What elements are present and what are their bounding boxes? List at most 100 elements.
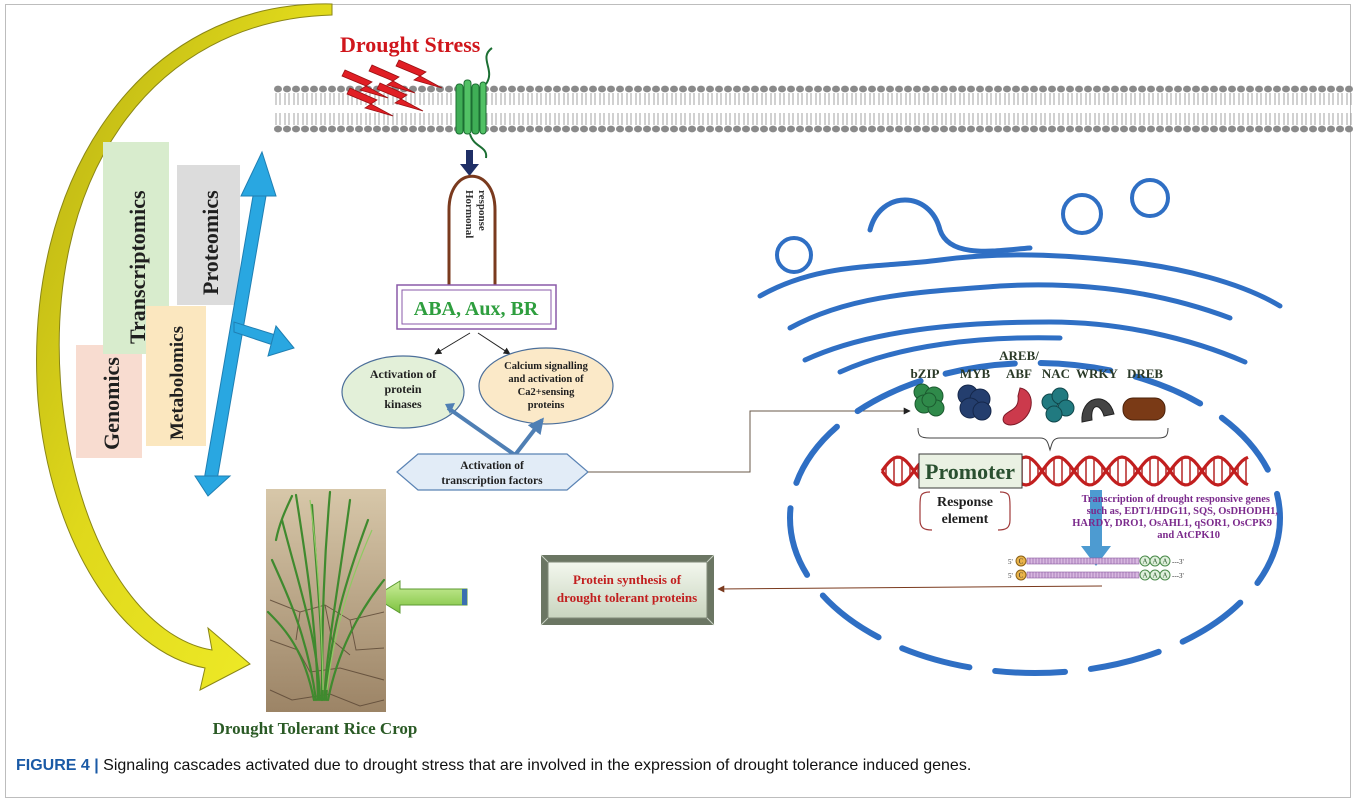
lipid-head <box>436 125 444 133</box>
lipid-head <box>859 125 867 133</box>
lipid-head <box>643 125 651 133</box>
lipid-head <box>427 125 435 133</box>
lipid-head <box>1156 85 1164 93</box>
mrna-3-prime: ---3' <box>1172 558 1184 566</box>
lipid-head <box>1084 125 1092 133</box>
lipid-head <box>1021 125 1029 133</box>
lipid-head <box>616 85 624 93</box>
lipid-tail <box>1319 93 1325 125</box>
lipid-head <box>337 85 345 93</box>
tf-bzip-icon <box>913 383 945 417</box>
lipid-head <box>814 125 822 133</box>
lipid-head <box>1273 85 1281 93</box>
lipid-tail <box>887 93 893 125</box>
drought-genes-line-2: such as, EDT1/HDG11, SQS, OsDHODH1, <box>1087 506 1279 517</box>
lipid-head <box>1309 85 1317 93</box>
polya-label: A <box>1162 558 1167 566</box>
signal-down-arrow <box>460 150 479 176</box>
lipid-tail <box>338 93 344 125</box>
lipid-tail <box>1247 93 1253 125</box>
lipid-tail <box>995 93 1001 125</box>
lipid-head <box>1228 85 1236 93</box>
lipid-tail <box>959 93 965 125</box>
lipid-head <box>670 125 678 133</box>
lipid-head <box>652 125 660 133</box>
lipid-head <box>1048 85 1056 93</box>
lipid-head <box>1291 125 1299 133</box>
tf-wrky-icon <box>1081 398 1115 423</box>
lipid-tail <box>329 93 335 125</box>
membrane-receptor <box>455 47 493 159</box>
lipid-tail <box>806 93 812 125</box>
lipid-head <box>895 85 903 93</box>
lipid-tail <box>1211 93 1217 125</box>
lipid-head <box>562 85 570 93</box>
lipid-head <box>517 125 525 133</box>
lipid-tail <box>1310 93 1316 125</box>
protein-kinases-ellipse <box>341 355 465 429</box>
lipid-head <box>805 85 813 93</box>
lipid-head <box>508 125 516 133</box>
response-element-line-1: Response <box>937 495 993 510</box>
lipid-head <box>1264 125 1272 133</box>
lipid-head <box>733 85 741 93</box>
lipid-tail <box>932 93 938 125</box>
lipid-tail <box>1004 93 1010 125</box>
lipid-tail <box>1112 93 1118 125</box>
lipid-tail <box>977 93 983 125</box>
lipid-tail <box>617 93 623 125</box>
lipid-head <box>1120 85 1128 93</box>
lipid-tail <box>914 93 920 125</box>
lipid-head <box>1219 85 1227 93</box>
mrna-cap-label: C <box>1019 572 1024 580</box>
lipid-head <box>508 85 516 93</box>
lipid-head <box>958 125 966 133</box>
mrna-5-prime: 5' <box>1008 558 1013 566</box>
lipid-head <box>1201 125 1209 133</box>
promoter-box <box>918 453 1023 489</box>
lipid-tail <box>689 93 695 125</box>
lipid-tail <box>554 93 560 125</box>
lipid-head <box>1147 85 1155 93</box>
lipid-head <box>1165 85 1173 93</box>
lipid-tail <box>1139 93 1145 125</box>
lipid-tail <box>968 93 974 125</box>
lipid-head <box>400 125 408 133</box>
feedback-curved-arrow <box>36 3 333 691</box>
rice-crop-label: Drought Tolerant Rice Crop <box>213 719 418 738</box>
lipid-head <box>760 85 768 93</box>
lipid-head <box>850 85 858 93</box>
lipid-head <box>697 125 705 133</box>
lipid-head <box>1291 85 1299 93</box>
lipid-head <box>1003 125 1011 133</box>
lipid-head <box>769 125 777 133</box>
lipid-tail <box>923 93 929 125</box>
lipid-tail <box>1085 93 1091 125</box>
lipid-tail <box>1076 93 1082 125</box>
tf-label-myb: MYB <box>960 366 991 381</box>
lipid-head <box>1246 125 1254 133</box>
lipid-tail <box>1157 93 1163 125</box>
transcriptomics-label: Transcriptomics <box>125 190 150 344</box>
lipid-head <box>742 85 750 93</box>
lipid-tail <box>401 93 407 125</box>
drought-genes-line-1: Transcription of drought responsive gene… <box>1082 494 1270 505</box>
lipid-head <box>589 85 597 93</box>
lipid-head <box>724 125 732 133</box>
arrow-to-protein-synthesis <box>717 585 1103 593</box>
lipid-tail <box>833 93 839 125</box>
lipid-tail <box>1328 93 1334 125</box>
polya-label: A <box>1162 572 1167 580</box>
genomics-label: Genomics <box>99 357 124 450</box>
tf-feedback-arrowhead <box>445 403 455 414</box>
lipid-head <box>877 85 885 93</box>
mrna-5-prime: 5' <box>1008 572 1013 580</box>
lipid-head <box>1039 85 1047 93</box>
lipid-head <box>751 85 759 93</box>
lipid-head <box>445 85 453 93</box>
lipid-head <box>1066 125 1074 133</box>
lipid-head <box>283 85 291 93</box>
calcium-line-3: Ca2+sensing <box>518 387 575 398</box>
